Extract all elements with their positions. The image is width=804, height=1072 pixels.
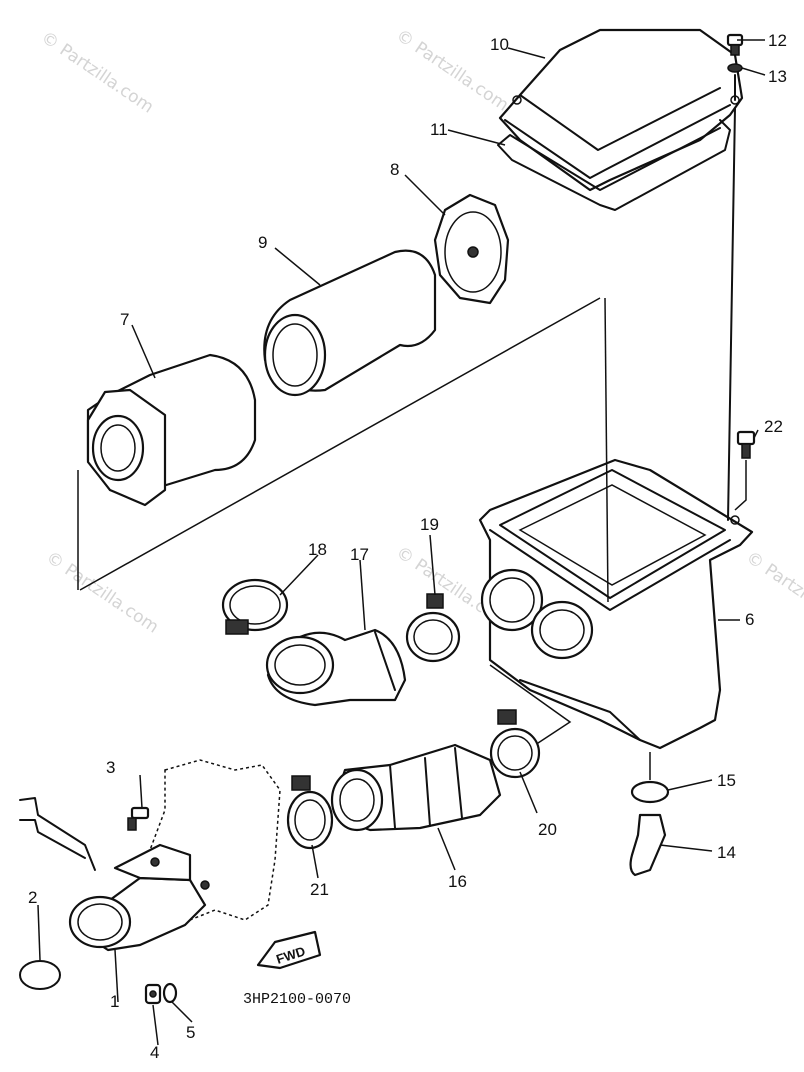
callout-9[interactable]: 9 bbox=[258, 233, 267, 252]
part-11-gasket bbox=[497, 119, 731, 211]
callout-1[interactable]: 1 bbox=[110, 992, 119, 1011]
part-4-nut bbox=[144, 983, 162, 1005]
part-17-joint bbox=[265, 628, 407, 707]
diagram-code: 3HP2100-0070 bbox=[243, 991, 351, 1008]
callout-5[interactable]: 5 bbox=[186, 1023, 195, 1042]
callout-17[interactable]: 17 bbox=[350, 545, 369, 564]
part-3-screw bbox=[127, 806, 150, 831]
part-9-filter-element bbox=[263, 249, 437, 397]
callout-leaders bbox=[37, 39, 766, 1046]
part-14-drain bbox=[629, 813, 667, 877]
callout-10[interactable]: 10 bbox=[490, 35, 509, 54]
assembly-lines bbox=[77, 74, 747, 780]
part-10-cap bbox=[498, 28, 744, 192]
callout-6[interactable]: 6 bbox=[745, 610, 754, 629]
callout-3[interactable]: 3 bbox=[106, 758, 115, 777]
watermark-3: © Partzilla.com bbox=[42, 548, 162, 638]
callout-21[interactable]: 21 bbox=[310, 880, 329, 899]
callout-2[interactable]: 2 bbox=[28, 888, 37, 907]
part-22-bolt bbox=[736, 430, 756, 459]
part-20-clamp bbox=[489, 709, 541, 779]
callout-7[interactable]: 7 bbox=[120, 310, 129, 329]
callout-11[interactable]: 11 bbox=[430, 120, 448, 139]
part-21-clamp bbox=[286, 775, 334, 850]
callout-12[interactable]: 12 bbox=[768, 31, 787, 50]
part-8-element-cap bbox=[433, 193, 510, 305]
fwd-arrow: FWD bbox=[256, 930, 322, 970]
callout-18[interactable]: 18 bbox=[308, 540, 327, 559]
part-15-clamp bbox=[630, 780, 670, 804]
callout-14[interactable]: 14 bbox=[717, 843, 736, 862]
watermark-1: © Partzilla.com bbox=[37, 28, 157, 118]
callout-13[interactable]: 13 bbox=[768, 67, 787, 86]
callout-8[interactable]: 8 bbox=[390, 160, 399, 179]
callout-16[interactable]: 16 bbox=[448, 872, 467, 891]
callout-4[interactable]: 4 bbox=[150, 1043, 159, 1062]
callout-numbers: 10 11 12 13 8 9 7 22 6 18 17 19 20 21 16… bbox=[28, 31, 787, 1062]
bracket bbox=[19, 797, 96, 871]
part-6-air-filter-case bbox=[478, 458, 754, 750]
part-16-hose bbox=[330, 743, 502, 832]
callout-15[interactable]: 15 bbox=[717, 771, 736, 790]
callout-19[interactable]: 19 bbox=[420, 515, 439, 534]
part-19-clamp bbox=[405, 593, 461, 663]
callout-20[interactable]: 20 bbox=[538, 820, 557, 839]
part-2-o-ring bbox=[19, 960, 61, 990]
part-1-carburetor-joint bbox=[68, 843, 210, 952]
part-13-washer bbox=[727, 63, 743, 73]
part-7-element-guide bbox=[86, 353, 257, 507]
part-18-clamp bbox=[221, 578, 289, 635]
part-5-washer bbox=[162, 982, 178, 1004]
callout-22[interactable]: 22 bbox=[764, 417, 783, 436]
